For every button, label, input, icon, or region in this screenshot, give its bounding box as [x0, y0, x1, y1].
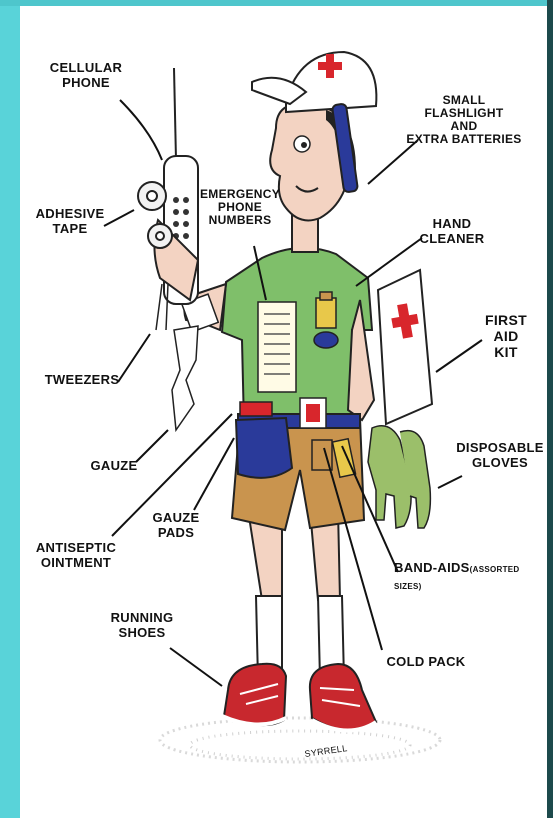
label-hand-cleaner: HAND CLEANER: [412, 216, 492, 246]
label-cold-pack: COLD PACK: [384, 654, 468, 669]
label-gauze: GAUZE: [84, 458, 144, 473]
label-tweezers: TWEEZERS: [40, 372, 124, 387]
running-shoes: [222, 664, 376, 731]
fanny-pack: [236, 418, 292, 478]
label-cellular-phone: CELLULAR PHONE: [44, 60, 128, 90]
label-gauze-pads: GAUZE PADS: [146, 510, 206, 540]
label-first-aid-kit: FIRST AID KIT: [478, 312, 534, 360]
gauze-pads-icon: [300, 398, 326, 428]
label-small-flashlight: SMALL FLASHLIGHT AND EXTRA BATTERIES: [400, 94, 528, 146]
badge: [314, 332, 338, 348]
pupil: [301, 142, 307, 148]
legs: [248, 510, 344, 680]
label-band-aids: BAND-AIDS(ASSORTED SIZES): [394, 560, 546, 594]
emergency-phone-numbers-card: [258, 302, 296, 392]
label-antiseptic-ointment: ANTISEPTIC OINTMENT: [28, 540, 124, 570]
gauze-icon: [172, 326, 198, 430]
disposable-gloves-icon: [368, 426, 430, 528]
hand-cleaner-icon: [316, 292, 336, 328]
label-disposable-gloves: DISPOSABLE GLOVES: [452, 440, 548, 470]
antiseptic-ointment-icon: [240, 402, 272, 416]
label-running-shoes: RUNNING SHOES: [104, 610, 180, 640]
band-aids-text: BAND-AIDS: [394, 560, 470, 575]
label-adhesive-tape: ADHESIVE TAPE: [30, 206, 110, 236]
cap: [252, 52, 376, 112]
first-aid-kit-icon: [378, 270, 432, 424]
label-emergency-phone-numbers: EMERGENCY PHONE NUMBERS: [198, 188, 282, 227]
